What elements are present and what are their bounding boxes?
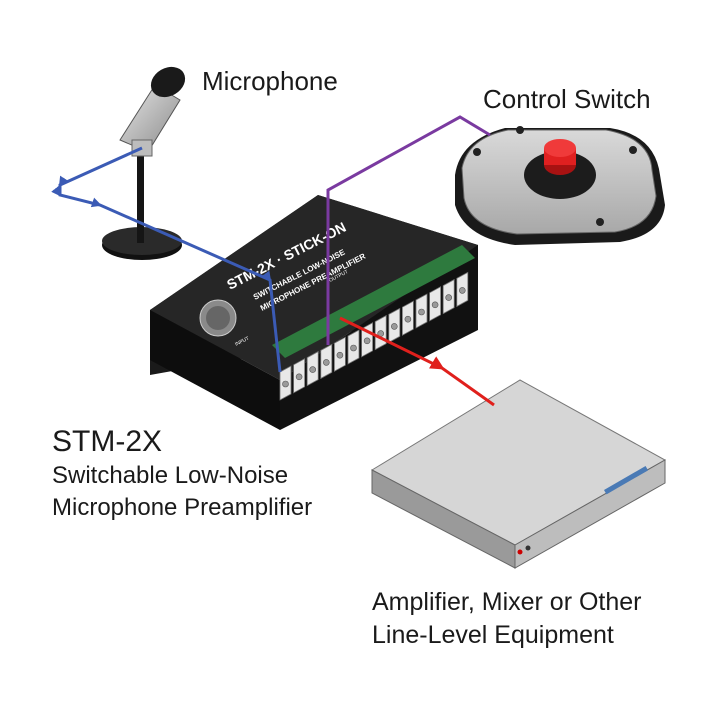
control-switch-label: Control Switch xyxy=(483,84,651,114)
switch-wire xyxy=(326,115,491,345)
terminal-screw-head xyxy=(404,315,412,323)
terminal-screw-head xyxy=(418,308,425,316)
product-description-line2: Microphone Preamplifier xyxy=(52,494,313,521)
terminal-screw-head xyxy=(336,351,344,359)
terminal-screw-head xyxy=(309,366,317,373)
terminal-screw-head xyxy=(363,337,371,345)
terminal-screw-head xyxy=(295,373,303,381)
equipment-label-line1: Amplifier, Mixer or Other xyxy=(372,588,642,616)
microphone-icon xyxy=(119,66,186,157)
terminal-screw-head xyxy=(390,323,398,330)
microphone-stand xyxy=(102,155,182,260)
terminal-screw-head xyxy=(282,380,289,388)
stm-2x-device: STM-2X · STICK-ON SWITCHABLE LOW-NOISE M… xyxy=(150,195,478,430)
terminal-screw-head xyxy=(431,301,439,309)
product-description-line1: Switchable Low-Noise xyxy=(52,462,289,489)
equipment-label: Amplifier, Mixer or Other Line-Level Equ… xyxy=(372,586,642,652)
mic-wire xyxy=(51,146,282,373)
product-model-label: STM-2X xyxy=(52,425,163,458)
terminal-screw-head xyxy=(350,344,357,352)
microphone-label: Microphone xyxy=(202,66,338,96)
amplifier-equipment-icon xyxy=(370,379,667,569)
terminal-screw-head xyxy=(445,294,453,301)
terminal-screw-head xyxy=(322,359,330,366)
product-label: STM-2X Switchable Low-Noise Microphone P… xyxy=(52,424,312,524)
control-switch-icon xyxy=(455,126,665,245)
equipment-label-line2: Line-Level Equipment xyxy=(372,621,614,649)
output-wire xyxy=(339,316,495,407)
terminal-screw-head xyxy=(458,287,466,294)
